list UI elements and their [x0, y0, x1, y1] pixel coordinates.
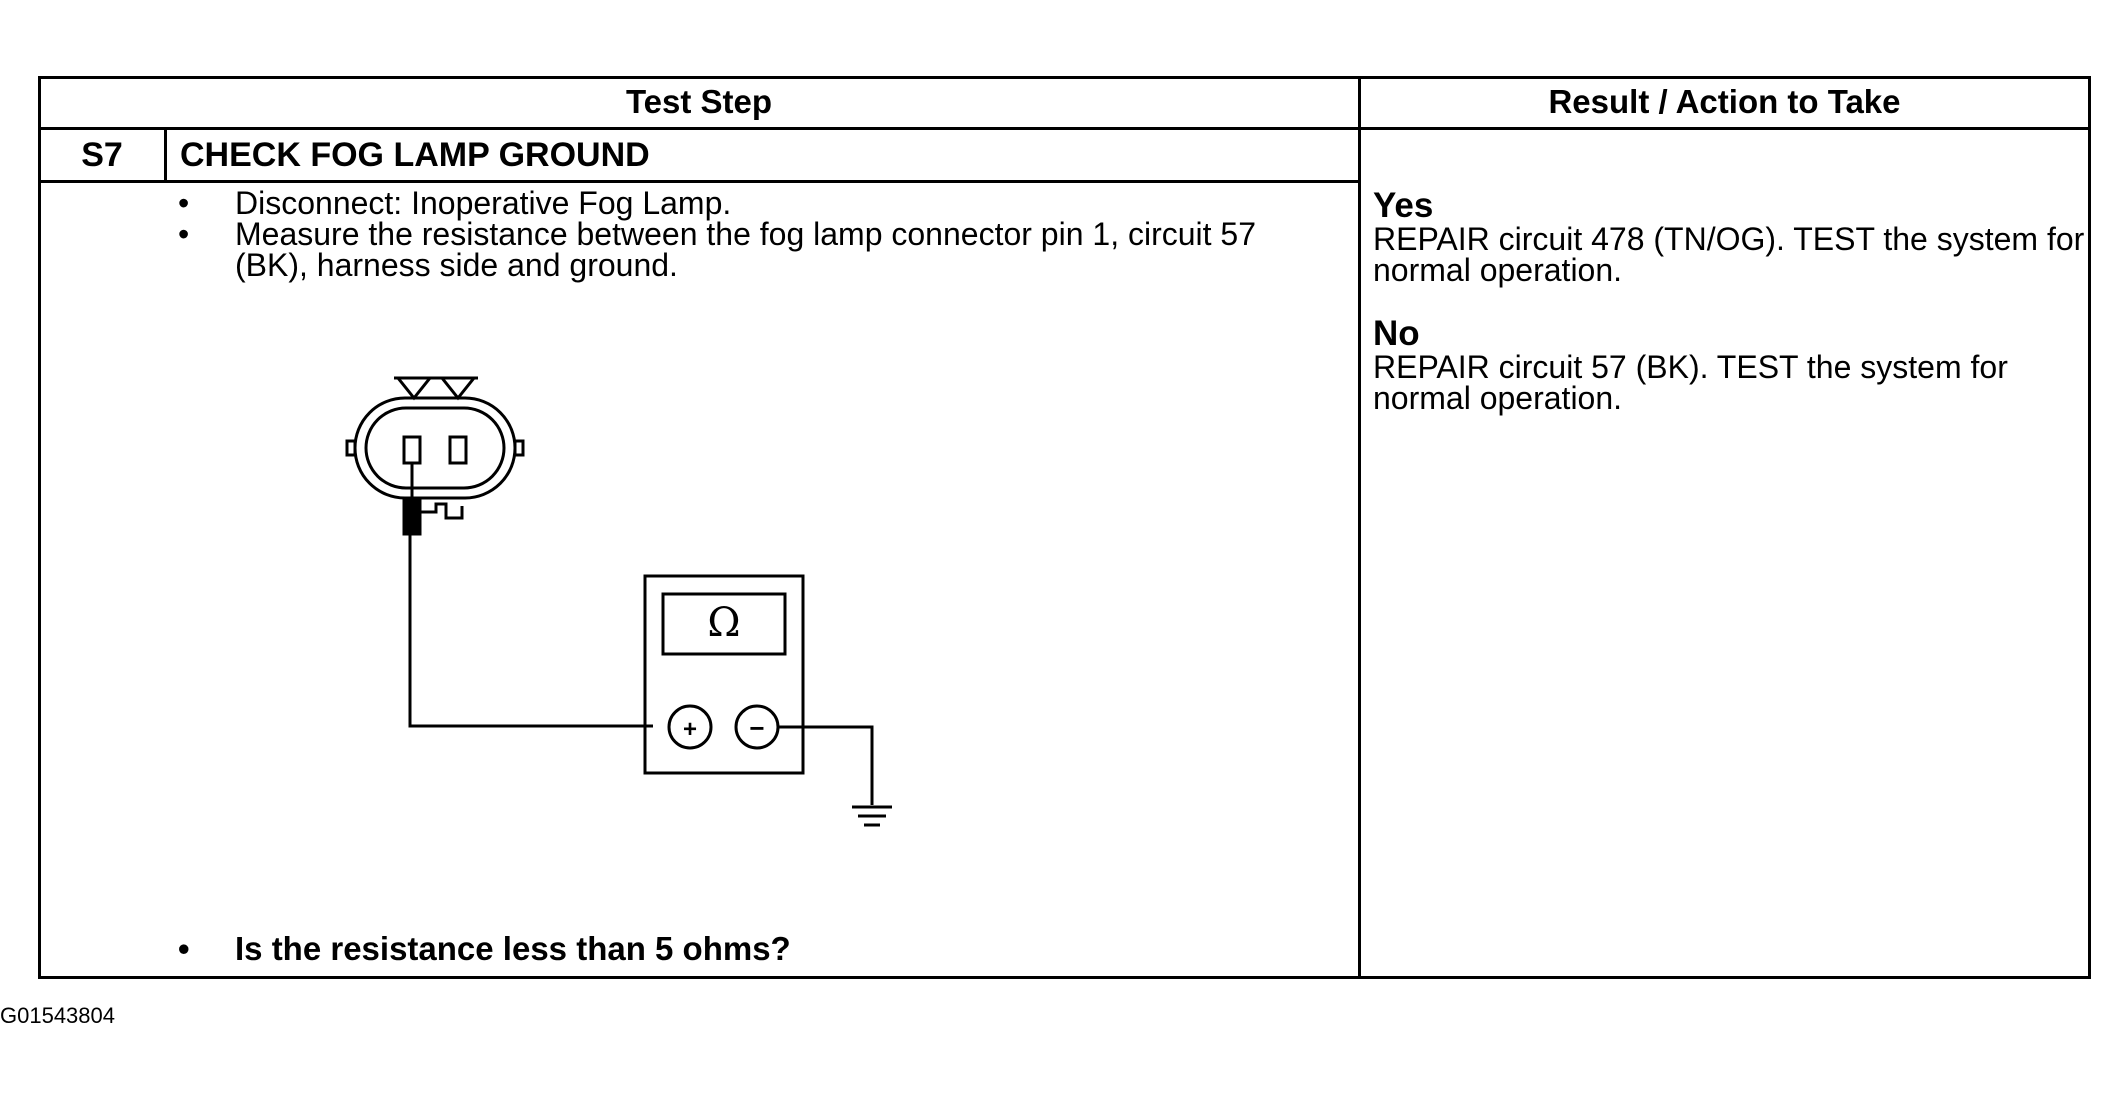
connector-icon [345, 376, 525, 520]
result-no: No REPAIR circuit 57 (BK). TEST the syst… [1373, 314, 2093, 416]
plus-terminal-label: + [683, 716, 697, 743]
instruction-item: • Measure the resistance between the fog… [170, 216, 1320, 283]
table-right-border [2088, 76, 2091, 979]
step-code: S7 [81, 135, 123, 174]
instruction-item: • Disconnect: Inoperative Fog Lamp. [170, 185, 1320, 221]
figure-id: G01543804 [0, 1003, 115, 1028]
table-top-border [38, 76, 2090, 79]
result-yes: Yes REPAIR circuit 478 (TN/OG). TEST the… [1373, 186, 2093, 288]
bullet-dot: • [178, 185, 190, 221]
instruction-list: • Disconnect: Inoperative Fog Lamp. • Me… [170, 185, 1320, 283]
result-no-label: No [1373, 314, 1420, 353]
bullet-dot: • [178, 930, 190, 967]
column-divider [1358, 76, 1361, 979]
instruction-text: Disconnect: Inoperative Fog Lamp. [235, 185, 732, 221]
question-text: Is the resistance less than 5 ohms? [235, 930, 791, 967]
header-result-action: Result / Action to Take [1548, 83, 1901, 120]
header-bottom-border [38, 127, 2090, 130]
ground-symbol-icon [852, 805, 892, 827]
header-test-step: Test Step [625, 83, 773, 120]
minus-terminal-label: − [749, 713, 764, 743]
step-title-bottom-border [38, 180, 1360, 183]
result-no-text: REPAIR circuit 57 (BK). TEST the system … [1373, 349, 2008, 416]
bullet-dot: • [178, 216, 190, 252]
question: • Is the resistance less than 5 ohms? [170, 930, 791, 968]
table-left-border [38, 76, 41, 979]
result-yes-label: Yes [1373, 186, 1434, 225]
step-code-divider [164, 127, 167, 182]
result-yes-text: REPAIR circuit 478 (TN/OG). TEST the sys… [1373, 221, 2085, 288]
table-bottom-border [38, 976, 2090, 979]
step-title: CHECK FOG LAMP GROUND [180, 135, 650, 174]
ohm-symbol: Ω [707, 600, 740, 646]
instruction-text: Measure the resistance between the fog l… [235, 216, 1257, 283]
